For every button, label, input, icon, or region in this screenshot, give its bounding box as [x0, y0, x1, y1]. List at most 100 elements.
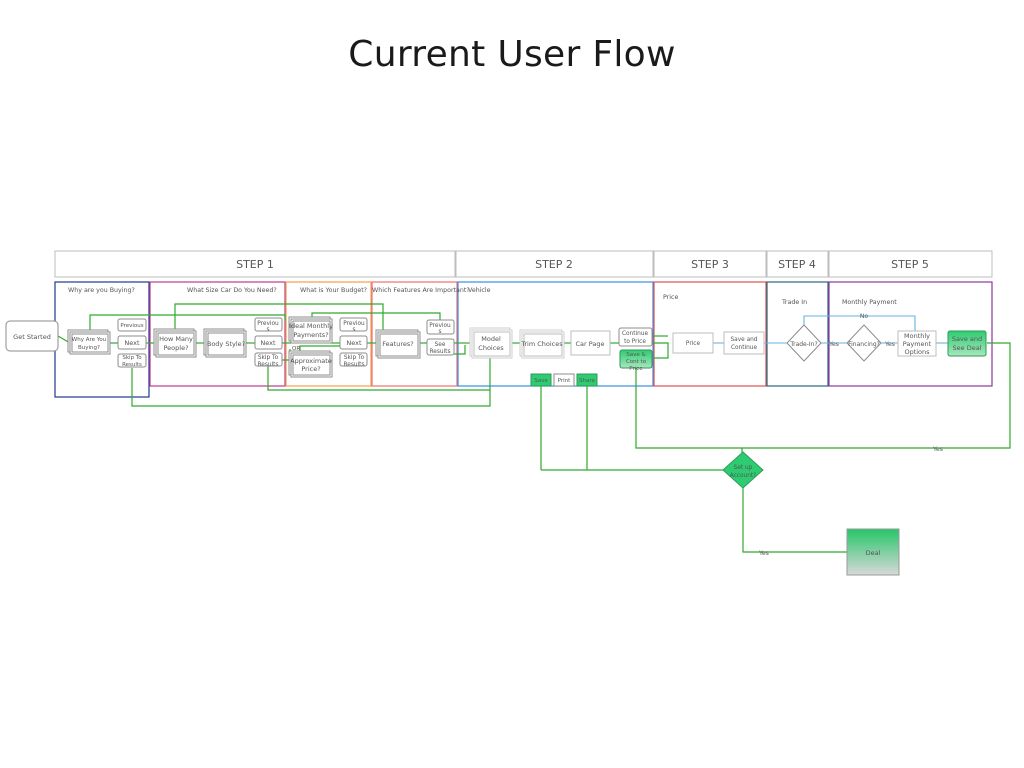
- section-why-title: Why are you Buying?: [68, 287, 135, 294]
- set-up-account-label-2: Account?: [730, 473, 756, 479]
- get-started-label: Get Started: [13, 333, 51, 341]
- see-results-label-2: Results: [430, 349, 451, 355]
- budget-skip-label-2: Results: [344, 362, 365, 368]
- save-cont-label-2: Cont to: [626, 359, 647, 365]
- model-choices-label-2: Choices: [478, 344, 504, 352]
- budget-skip-label-1: Skip To: [344, 355, 365, 361]
- financing-yes-label: Yes: [884, 341, 895, 348]
- set-up-account-decision[interactable]: Set up Account?: [722, 451, 764, 489]
- body-style-label: Body Style?: [207, 340, 245, 348]
- body-style-node[interactable]: Body Style?: [203, 328, 247, 358]
- how-many-label-2: People?: [163, 344, 188, 352]
- section-price-title: Price: [663, 294, 678, 301]
- why-skip-label-2: Results: [122, 362, 142, 368]
- trade-in-no-label: No: [860, 313, 868, 320]
- section-budget-frame: [285, 281, 372, 387]
- save-label: Save: [534, 378, 548, 384]
- car-page-label: Car Page: [576, 340, 605, 348]
- save-see-deal-label-1: Save and: [952, 335, 982, 343]
- why-next-button[interactable]: Next: [117, 335, 147, 350]
- step-2-label: STEP 2: [535, 258, 573, 271]
- step-3-label: STEP 3: [691, 258, 729, 271]
- save-and-see-deal-button[interactable]: Save and See Deal: [947, 330, 987, 357]
- ideal-monthly-node[interactable]: Ideal Monthly Payments?: [288, 316, 333, 344]
- size-skip-label-1: Skip To: [258, 355, 279, 361]
- continue-price-label-1: Continue: [622, 331, 648, 337]
- budget-previous-button[interactable]: Previou s: [339, 317, 368, 333]
- page-title: Current User Flow: [348, 34, 676, 75]
- why-previous-label: Previous: [120, 323, 143, 329]
- budget-next-button[interactable]: Next: [339, 335, 368, 350]
- monthly-payment-options-node[interactable]: Monthly Payment Options: [897, 330, 937, 357]
- step-header: [54, 250, 993, 278]
- step-5-label: STEP 5: [891, 258, 929, 271]
- section-trade-in-frame: [766, 281, 829, 387]
- why-skip-button[interactable]: Skip To Results: [117, 353, 147, 368]
- price-node[interactable]: Price: [672, 332, 714, 354]
- size-skip-label-2: Results: [258, 362, 279, 368]
- model-choices-label-1: Model: [481, 335, 501, 343]
- why-next-label: Next: [124, 339, 140, 347]
- budget-skip-button[interactable]: Skip To Results: [339, 352, 368, 368]
- save-cont-price-button[interactable]: Save & Cont to Price: [619, 349, 653, 372]
- deal-node[interactable]: Deal: [846, 528, 900, 576]
- save-see-deal-label-2: See Deal: [953, 344, 982, 352]
- monthly-options-label-1: Monthly: [904, 332, 930, 340]
- approximate-price-node[interactable]: Approximate Price?: [288, 350, 333, 378]
- or-label: OR: [292, 346, 300, 352]
- section-features-title: Which Features Are Important?: [372, 287, 470, 294]
- see-results-label-1: See: [435, 342, 446, 348]
- features-previous-label-2: s: [438, 329, 441, 335]
- set-up-account-label-1: Set up: [734, 465, 753, 471]
- section-price-frame: [653, 281, 767, 387]
- features-node[interactable]: Features?: [375, 329, 421, 359]
- why-previous-button[interactable]: Previous: [117, 318, 147, 332]
- trim-choices-node[interactable]: Trim Choices: [519, 329, 565, 359]
- why-skip-label-1: Skip To: [122, 355, 142, 361]
- trim-choices-label: Trim Choices: [520, 340, 563, 348]
- budget-previous-label-2: s: [352, 327, 355, 333]
- trade-in-decision-label: Trade-In?: [789, 341, 817, 348]
- why-buying-label-2: Buying?: [78, 345, 100, 351]
- size-next-button[interactable]: Next: [254, 335, 283, 350]
- deal-yes-label: Yes: [932, 446, 943, 453]
- size-next-label: Next: [260, 339, 276, 347]
- see-results-button[interactable]: See Results: [426, 338, 455, 356]
- ideal-monthly-label-2: Payments?: [293, 331, 328, 339]
- section-size-title: What Size Car Do You Need?: [187, 287, 277, 294]
- trade-in-decision[interactable]: Trade-In?: [786, 324, 822, 362]
- section-budget-title: What is Your Budget?: [300, 287, 367, 294]
- save-and-continue-node[interactable]: Save and Continue: [723, 331, 765, 355]
- size-previous-label-1: Previou: [257, 321, 279, 327]
- how-many-people-node[interactable]: How Many People?: [153, 328, 197, 358]
- get-started-node[interactable]: Get Started: [5, 320, 59, 352]
- connectors-blue: [713, 315, 948, 344]
- save-continue-label-2: Continue: [731, 345, 757, 351]
- financing-decision[interactable]: Financing?: [846, 324, 882, 362]
- why-buying-node[interactable]: Why Are You Buying?: [67, 329, 111, 355]
- car-page-node[interactable]: Car Page: [570, 330, 611, 356]
- section-monthly-frame: [828, 281, 993, 387]
- save-continue-label-1: Save and: [731, 337, 758, 343]
- share-button[interactable]: Share: [576, 373, 598, 387]
- ideal-monthly-label-1: Ideal Monthly: [289, 322, 333, 330]
- deal-label: Deal: [866, 549, 881, 557]
- save-cont-label-3: Price: [629, 366, 643, 372]
- model-choices-node[interactable]: Model Choices: [469, 327, 513, 359]
- save-button[interactable]: Save: [530, 373, 552, 387]
- section-trade-in-title: Trade In: [781, 299, 807, 306]
- budget-next-label: Next: [346, 339, 362, 347]
- continue-to-price-button[interactable]: Continue to Price: [618, 327, 653, 347]
- monthly-options-label-3: Options: [904, 348, 930, 356]
- size-previous-button[interactable]: Previou s: [254, 317, 283, 333]
- features-previous-label-1: Previou: [429, 323, 451, 329]
- continue-price-label-2: to Price: [624, 339, 646, 345]
- size-skip-button[interactable]: Skip To Results: [254, 352, 283, 368]
- approx-price-label-2: Price?: [301, 365, 320, 373]
- print-button[interactable]: Print: [553, 373, 575, 387]
- step-4-label: STEP 4: [778, 258, 816, 271]
- trade-in-yes-label: Yes: [828, 341, 839, 348]
- features-previous-button[interactable]: Previou s: [426, 319, 455, 335]
- step-1-label: STEP 1: [236, 258, 274, 271]
